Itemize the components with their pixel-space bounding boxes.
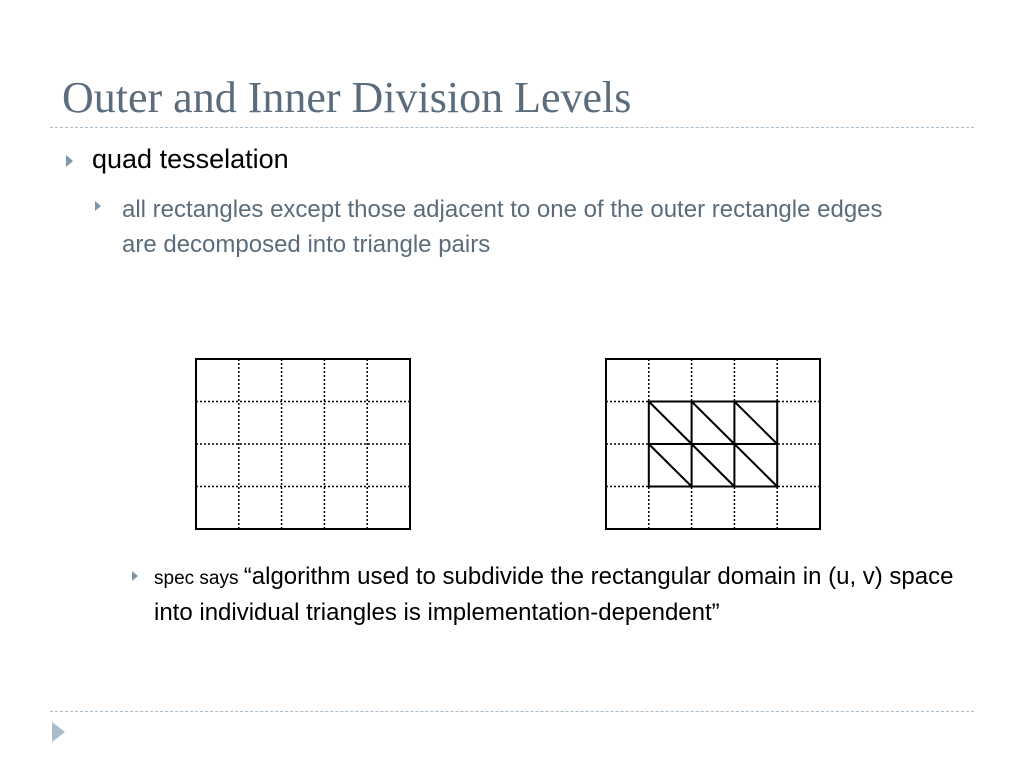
triangle-diagonal — [733, 400, 778, 445]
grid-lines — [195, 358, 411, 530]
triangle-diagonal — [648, 400, 693, 445]
inner-triangulated-region — [647, 400, 779, 488]
sub-bullet-decomposition: all rectangles except those adjacent to … — [122, 196, 883, 258]
footer-divider — [50, 711, 974, 712]
triangle-diagonal — [648, 443, 693, 488]
triangle-bullet-icon — [95, 201, 101, 211]
spec-says-label: spec says — [154, 568, 244, 589]
spec-quote-bullet: spec says “algorithm used to subdivide t… — [154, 560, 974, 630]
spec-quote-text: “algorithm used to subdivide the rectang… — [154, 563, 954, 626]
quad-grid-diagram — [195, 358, 411, 530]
slide-title: Outer and Inner Division Levels — [62, 73, 632, 122]
triangle-diagonal — [690, 443, 736, 488]
triangle-diagonal — [733, 443, 778, 488]
outer-rectangle — [195, 358, 411, 530]
bullet-quad-tesselation: quad tesselation — [92, 144, 289, 174]
triangle-bullet-icon — [132, 571, 138, 581]
triangulated-grid-diagram — [605, 358, 821, 530]
triangle-diagonal — [690, 400, 736, 445]
triangle-bullet-icon — [66, 155, 73, 167]
outer-rectangle — [605, 358, 821, 530]
next-slide-arrow-icon[interactable] — [52, 722, 65, 742]
title-divider — [50, 127, 974, 128]
inner-rectangle — [647, 400, 779, 488]
